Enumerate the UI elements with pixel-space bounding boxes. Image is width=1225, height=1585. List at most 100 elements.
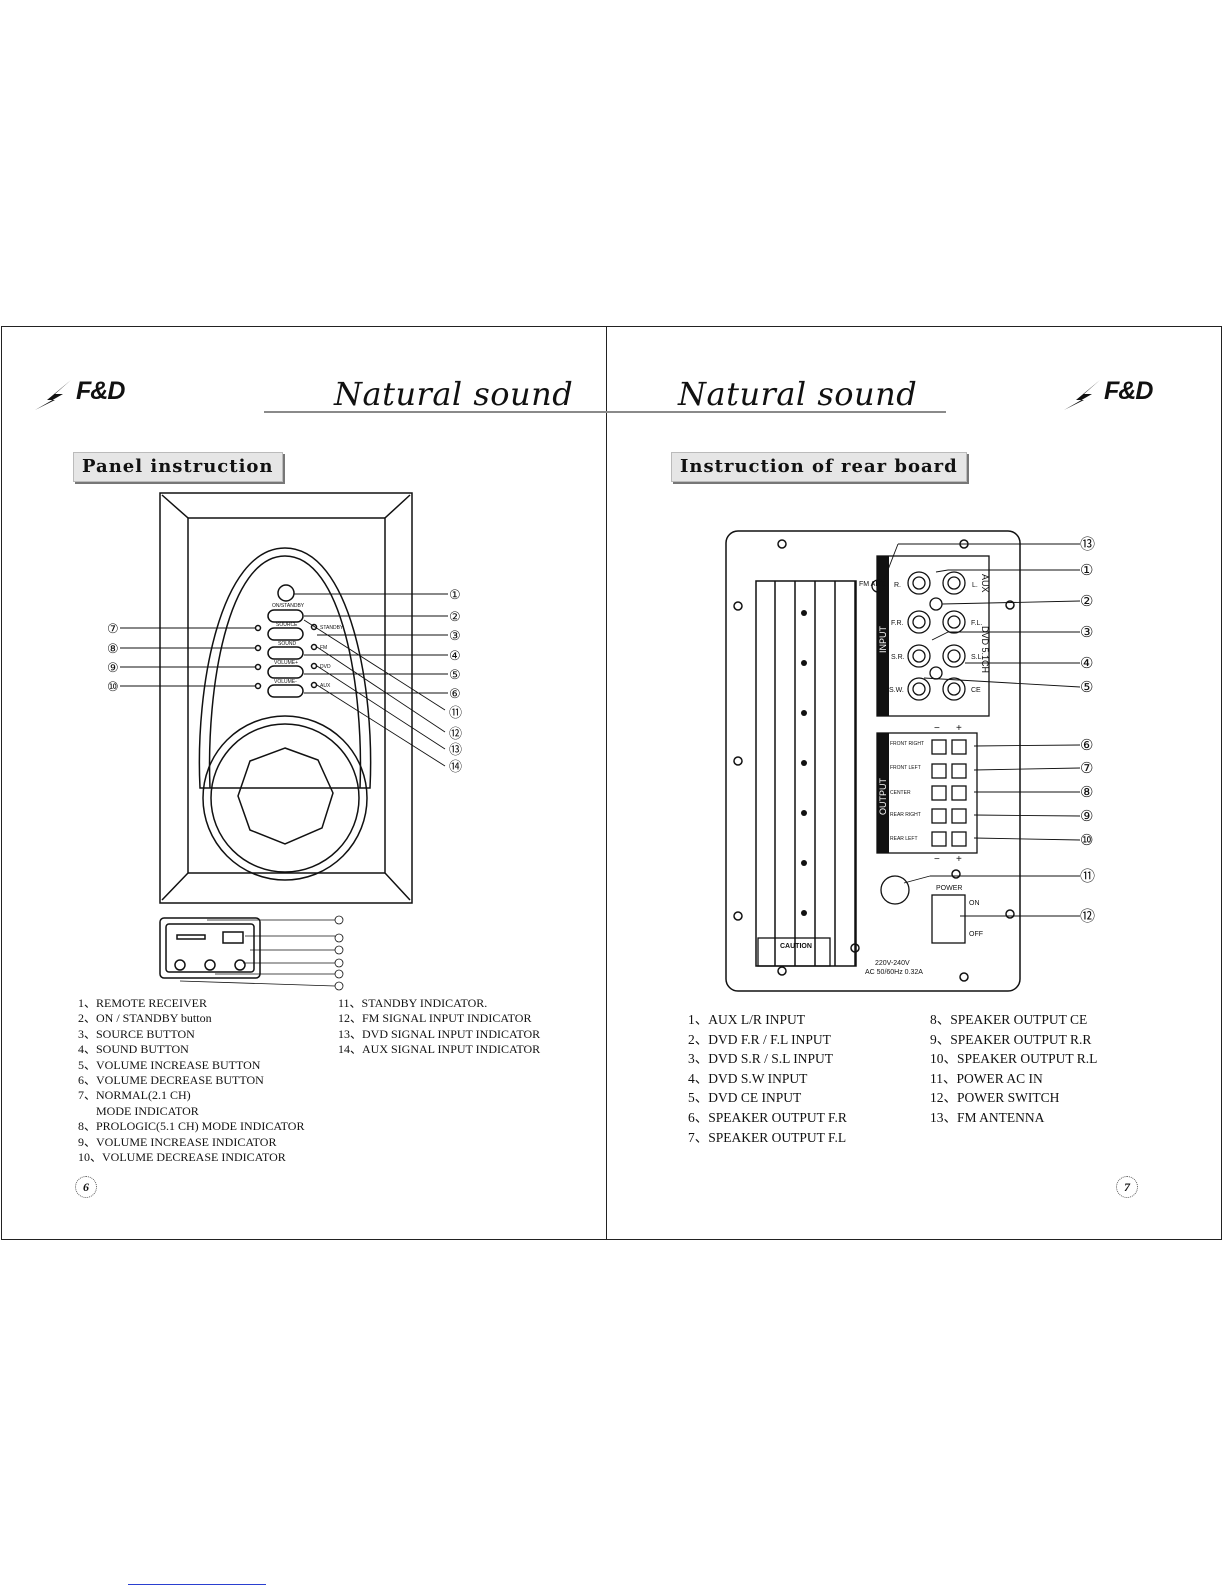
sd-card-slot [176, 934, 206, 940]
jack-r-label: R. [894, 582, 901, 589]
dvd-label: DVD 5.1CH [980, 626, 990, 673]
list-item: 10、SPEAKER OUTPUT R.L [930, 1051, 1098, 1067]
aux-indicator-label: AUX [320, 683, 331, 689]
lightning-swoosh-icon [1064, 380, 1100, 410]
power-switch [931, 894, 966, 944]
callout-2: ② [1080, 593, 1093, 610]
page-divider [606, 326, 607, 1240]
lightning-swoosh-icon [35, 380, 71, 410]
callout-9: ⑨ [1080, 808, 1093, 825]
list-item: 10、VOLUME DECREASE INDICATOR [78, 1150, 286, 1165]
dvd-indicator-label: DVD [320, 664, 331, 670]
callout-5: ⑤ [1080, 679, 1093, 696]
polarity-plus-bottom: + [956, 854, 962, 865]
callout-11: ⑪ [449, 705, 462, 720]
list-item: 12、POWER SWITCH [930, 1090, 1060, 1106]
woofer-outer [202, 715, 368, 881]
output-bar [877, 733, 889, 853]
voltage-label: 220V-240V [875, 960, 910, 967]
brand-logo-left [33, 378, 73, 417]
out-front-left-label: FRONT LEFT [890, 765, 921, 771]
callout-12: ⑫ [449, 726, 462, 741]
jack-sw-label: S.W. [889, 687, 904, 694]
input-label: INPUT [878, 625, 888, 653]
fm-indicator-label: FM [320, 645, 327, 651]
media-panel-diagram [159, 915, 344, 991]
list-item: 5、DVD CE INPUT [688, 1090, 802, 1106]
rear-board-diagram: FM ANT. R. L. F.R. F.L. S.R. S.L. S.W. C… [725, 530, 1095, 992]
control-panel-outline [198, 547, 372, 789]
callout-14: ⑭ [449, 759, 462, 774]
speaker-front-panel-diagram: ON/STANDBY SOURCE SOUND VOLUME+ VOLUME- … [107, 492, 462, 904]
callout-10: ⑩ [107, 679, 119, 694]
aux-label: AUX [980, 574, 990, 593]
jack-ce-label: CE [971, 687, 981, 694]
left-list-col1: 1、REMOTE RECEIVER 2、ON / STANDBY button … [78, 996, 304, 1165]
usb-port [222, 931, 244, 944]
out-rear-left-label: REAR LEFT [890, 836, 918, 842]
callout-8: ⑧ [1080, 784, 1093, 801]
callout-6: ⑥ [449, 686, 461, 701]
jack-fr-label: F.R. [891, 620, 904, 627]
list-item: 1、AUX L/R INPUT [688, 1012, 805, 1027]
list-item: 1、REMOTE RECEIVER [78, 996, 207, 1010]
list-item: 8、SPEAKER OUTPUT CE [930, 1012, 1088, 1027]
brand-logo-right [1062, 378, 1102, 417]
callout-4: ④ [1080, 655, 1093, 672]
callout-1: ① [1080, 562, 1093, 579]
brand-logo-text-right: F&D [1104, 377, 1153, 405]
list-item: 3、SOURCE BUTTON [78, 1026, 195, 1041]
page-number-right: 7 [1116, 1176, 1138, 1198]
volume-up-label: VOLUME+ [274, 660, 298, 666]
output-label: OUTPUT [878, 778, 888, 816]
out-center-label: CENTER [890, 790, 911, 796]
list-item: 13、DVD SIGNAL INPUT INDICATOR [338, 1026, 541, 1041]
callout-6: ⑥ [1080, 737, 1093, 754]
jack-l-label: L. [972, 582, 978, 589]
list-item: 11、STANDBY INDICATOR. [338, 996, 488, 1010]
list-item: 11、POWER AC IN [930, 1070, 1043, 1086]
list-item: 3、DVD S.R / S.L INPUT [688, 1051, 834, 1067]
list-item: 6、SPEAKER OUTPUT F.R [688, 1109, 847, 1125]
brand-tagline: Natural sound [334, 375, 574, 413]
switch-off-label: OFF [969, 931, 983, 938]
callout-4: ④ [449, 648, 461, 663]
callout-9: ⑨ [107, 660, 119, 675]
list-item: 2、ON / STANDBY button [78, 1011, 212, 1026]
woofer-cone [237, 747, 334, 845]
list-item: 14、AUX SIGNAL INPUT INDICATOR [338, 1042, 541, 1057]
rating-label: AC 50/60Hz 0.32A [865, 969, 923, 976]
list-item: 5、VOLUME INCREASE BUTTON [78, 1057, 261, 1072]
polarity-minus-top: − [934, 723, 940, 734]
callout-11: ⑪ [1080, 868, 1095, 885]
callout-1: ① [449, 587, 461, 602]
list-item: 13、FM ANTENNA [930, 1109, 1045, 1125]
callout-3: ③ [1080, 624, 1093, 641]
callout-3: ③ [449, 628, 461, 643]
jack-sr-label: S.R. [891, 654, 905, 661]
callout-7: ⑦ [107, 621, 119, 636]
callout-5: ⑤ [449, 667, 461, 682]
standby-indicator-label: STANDBY [320, 625, 344, 631]
polarity-minus-bottom: − [934, 854, 940, 865]
callout-12: ⑫ [1080, 908, 1095, 925]
heatsink [755, 580, 857, 967]
volume-down-label: VOLUME- [274, 679, 297, 685]
page-number-left: 6 [75, 1176, 97, 1198]
section-heading-right: Instruction of rear board [671, 452, 967, 482]
brand-tagline-right: Natural sound [678, 375, 918, 413]
header-rule [264, 411, 606, 413]
right-list-col1: 1、AUX L/R INPUT 2、DVD F.R / F.L INPUT 3、… [688, 1010, 847, 1147]
caution-label: CAUTION [780, 943, 812, 950]
callout-10: ⑩ [1080, 832, 1093, 849]
input-bar [877, 556, 889, 716]
cabinet-outline [159, 492, 413, 904]
list-item: 8、PROLOGIC(5.1 CH) MODE INDICATOR [78, 1119, 305, 1134]
list-item: 12、FM SIGNAL INPUT INDICATOR [338, 1011, 532, 1026]
list-item: 2、DVD F.R / F.L INPUT [688, 1031, 831, 1047]
list-item: 7、NORMAL(2.1 CH) [78, 1088, 191, 1103]
callout-13: ⑬ [1080, 536, 1095, 553]
section-heading: Panel instruction [73, 452, 283, 482]
right-list-col2: 8、SPEAKER OUTPUT CE 9、SPEAKER OUTPUT R.R… [930, 1010, 1097, 1128]
out-rear-right-label: REAR RIGHT [890, 812, 921, 818]
